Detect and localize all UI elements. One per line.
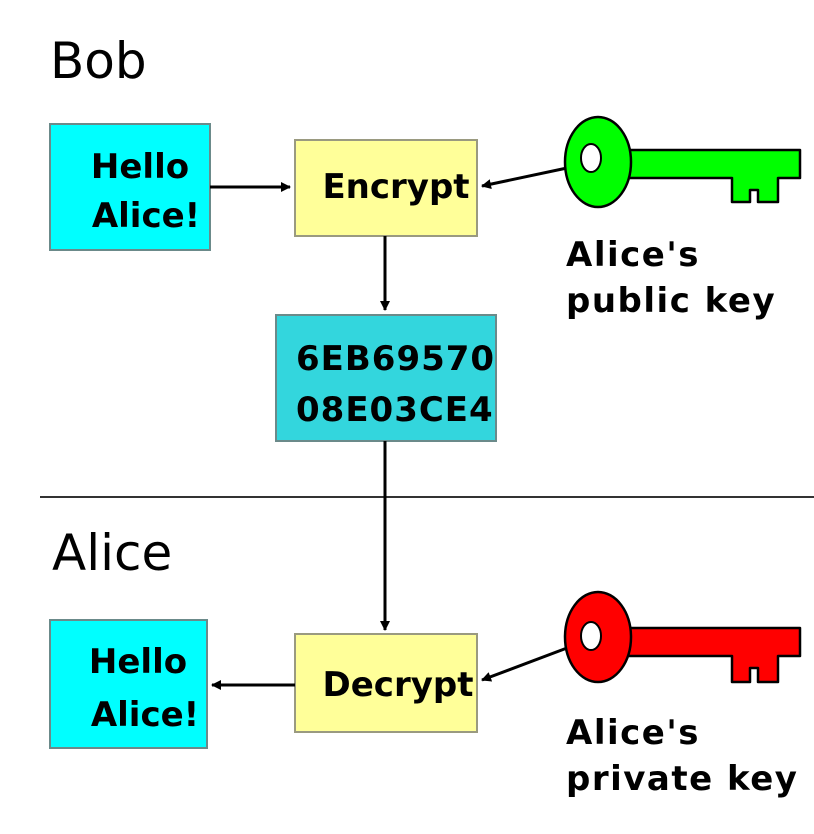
recipient-section-title: Alice	[52, 524, 172, 582]
public-key-label-line2: public key	[566, 281, 776, 321]
decrypted-line1: Hello	[89, 642, 187, 682]
encrypt-label: Encrypt	[322, 167, 469, 207]
decrypted-message-box: Hello Alice!	[49, 619, 208, 749]
encrypt-box-fill	[294, 139, 478, 237]
public-key-icon	[563, 115, 802, 209]
plaintext-message-box: Hello Alice!	[49, 123, 211, 251]
decrypt-box-fill	[294, 633, 478, 733]
ciphertext-line2: 08E03CE4	[296, 390, 494, 430]
private-key-label-line1: Alice's	[566, 713, 700, 753]
sender-section-title: Bob	[50, 32, 147, 90]
private-key-label-line2: private key	[566, 759, 798, 799]
public-key-label-line1: Alice's	[566, 235, 700, 275]
ciphertext-line1: 6EB69570	[296, 339, 495, 379]
arrow-private-key-to-decrypt	[481, 646, 568, 682]
plaintext-line2: Alice!	[92, 196, 200, 236]
decrypt-label: Decrypt	[323, 665, 474, 705]
private-key-icon	[563, 590, 802, 684]
decrypt-box: Decrypt	[294, 633, 478, 733]
decrypted-line2: Alice!	[91, 695, 199, 735]
decrypted-box-fill	[49, 619, 208, 749]
arrow-public-key-to-encrypt	[481, 166, 568, 190]
plaintext-line1: Hello	[91, 147, 189, 187]
ciphertext-box: 6EB69570 08E03CE4	[275, 314, 497, 442]
encrypt-box: Encrypt	[294, 139, 478, 237]
